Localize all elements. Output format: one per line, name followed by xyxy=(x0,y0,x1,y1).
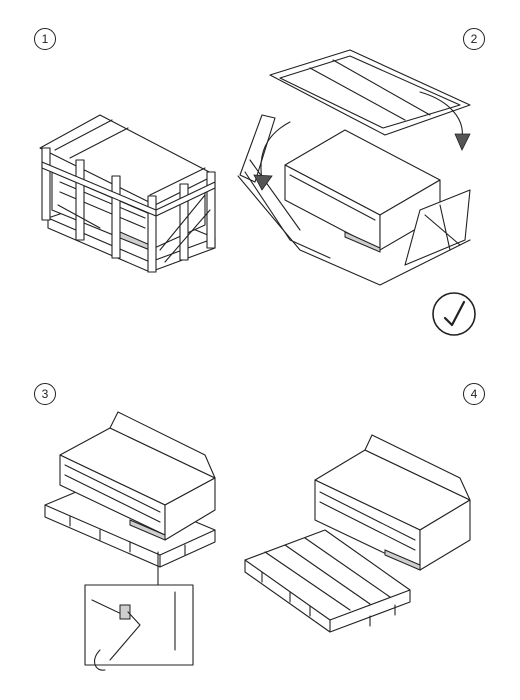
step-badge-1: 1 xyxy=(34,28,56,50)
step-badge-4: 4 xyxy=(463,383,485,405)
check-circle-icon xyxy=(432,292,476,336)
rotate-arrow-icon xyxy=(253,174,273,191)
step-badge-3: 3 xyxy=(34,383,56,405)
step-2-opening-crate xyxy=(237,49,471,286)
step-number-4: 4 xyxy=(470,387,478,401)
step-badge-2: 2 xyxy=(463,28,485,50)
step-4-unit-removed xyxy=(244,434,471,633)
step-number-3: 3 xyxy=(41,387,49,401)
hook-tool-icon xyxy=(94,649,106,671)
step-1-crated-unit xyxy=(39,114,216,273)
step-number-2: 2 xyxy=(470,32,478,46)
step-3-unit-on-pallet xyxy=(44,411,216,671)
step-number-1: 1 xyxy=(41,32,49,46)
